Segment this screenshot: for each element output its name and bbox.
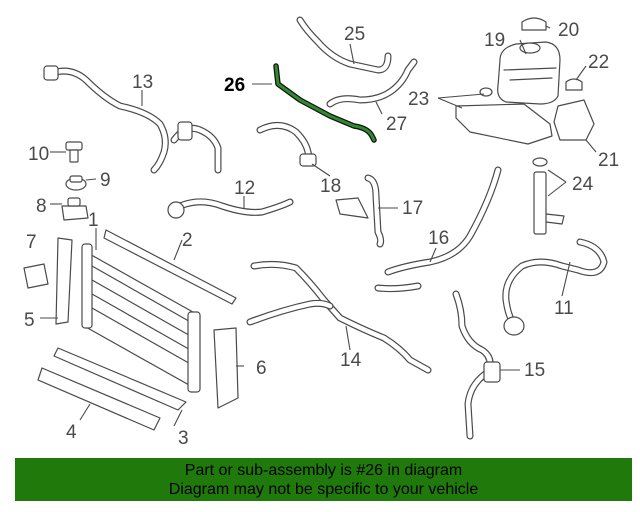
callout-13: 13: [132, 72, 153, 93]
part-24-bracket[interactable]: [532, 157, 565, 235]
part-5-seal[interactable]: [55, 237, 73, 325]
part-8-mount[interactable]: [61, 197, 89, 221]
callout-14: 14: [340, 350, 362, 371]
part-10-bolt[interactable]: [65, 141, 83, 163]
callout-27: 27: [386, 114, 407, 135]
part-11-hose[interactable]: [502, 238, 608, 336]
part-4-seal[interactable]: [37, 367, 161, 431]
part-18-hose[interactable]: [256, 122, 317, 167]
part-16-hose[interactable]: [374, 166, 502, 293]
callout-23: 23: [408, 89, 429, 110]
part-1-radiator[interactable]: [81, 243, 201, 393]
info-banner: Part or sub-assembly is #26 in diagram D…: [15, 458, 632, 501]
part-14-hose[interactable]: [246, 260, 432, 374]
callout-6: 6: [256, 358, 267, 379]
callout-7: 7: [26, 232, 37, 253]
callout-16: 16: [428, 228, 449, 249]
part-19-expansion-tank[interactable]: [497, 41, 561, 105]
callout-24: 24: [572, 174, 594, 195]
callout-3: 3: [178, 428, 189, 449]
banner-line-1: Part or sub-assembly is #26 in diagram: [184, 462, 463, 479]
part-25-hose[interactable]: [296, 16, 392, 74]
part-7-bracket[interactable]: [23, 263, 49, 289]
banner-line-2: Diagram may not be specific to your vehi…: [168, 481, 479, 498]
callout-8: 8: [36, 196, 47, 217]
part-27-hose[interactable]: [326, 58, 418, 108]
callout-26: 26: [224, 75, 245, 96]
part-17-pipe[interactable]: [335, 174, 385, 248]
part-3-seal[interactable]: [53, 347, 187, 411]
part-6-panel[interactable]: [213, 327, 239, 409]
callout-18: 18: [320, 176, 341, 197]
callout-2: 2: [182, 230, 193, 251]
callout-25: 25: [344, 24, 365, 45]
part-15-hose[interactable]: [452, 290, 501, 440]
part-20-cap[interactable]: [521, 17, 547, 31]
part-26-pipe[interactable]: [273, 63, 377, 143]
callout-9: 9: [100, 170, 111, 191]
part-22-cap[interactable]: [565, 78, 583, 91]
callout-20: 20: [558, 20, 579, 41]
callout-22: 22: [588, 52, 609, 73]
callout-21: 21: [598, 150, 619, 171]
callout-1: 1: [88, 210, 99, 231]
callout-12: 12: [234, 178, 255, 199]
callout-11: 11: [554, 298, 574, 319]
callout-4: 4: [66, 422, 77, 443]
leader-lines: [40, 25, 597, 427]
callout-19: 19: [484, 30, 505, 51]
callout-10: 10: [28, 144, 49, 165]
callout-17: 17: [402, 198, 423, 219]
part-13-hose[interactable]: [43, 65, 222, 174]
part-23-bracket[interactable]: [455, 87, 553, 145]
part-21-reservoir[interactable]: [553, 99, 595, 141]
part-9-grommet[interactable]: [65, 175, 87, 191]
parts-diagram: 13 10 9 8 1 2 7 5 6 4 3 12 18 17 16 11 1…: [23, 16, 619, 449]
part-12-hose[interactable]: [167, 198, 294, 219]
callout-15: 15: [524, 360, 545, 381]
callout-5: 5: [24, 310, 35, 331]
part-2-seal[interactable]: [103, 229, 237, 305]
callouts: 13 10 9 8 1 2 7 5 6 4 3 12 18 17 16 11 1…: [24, 20, 619, 449]
